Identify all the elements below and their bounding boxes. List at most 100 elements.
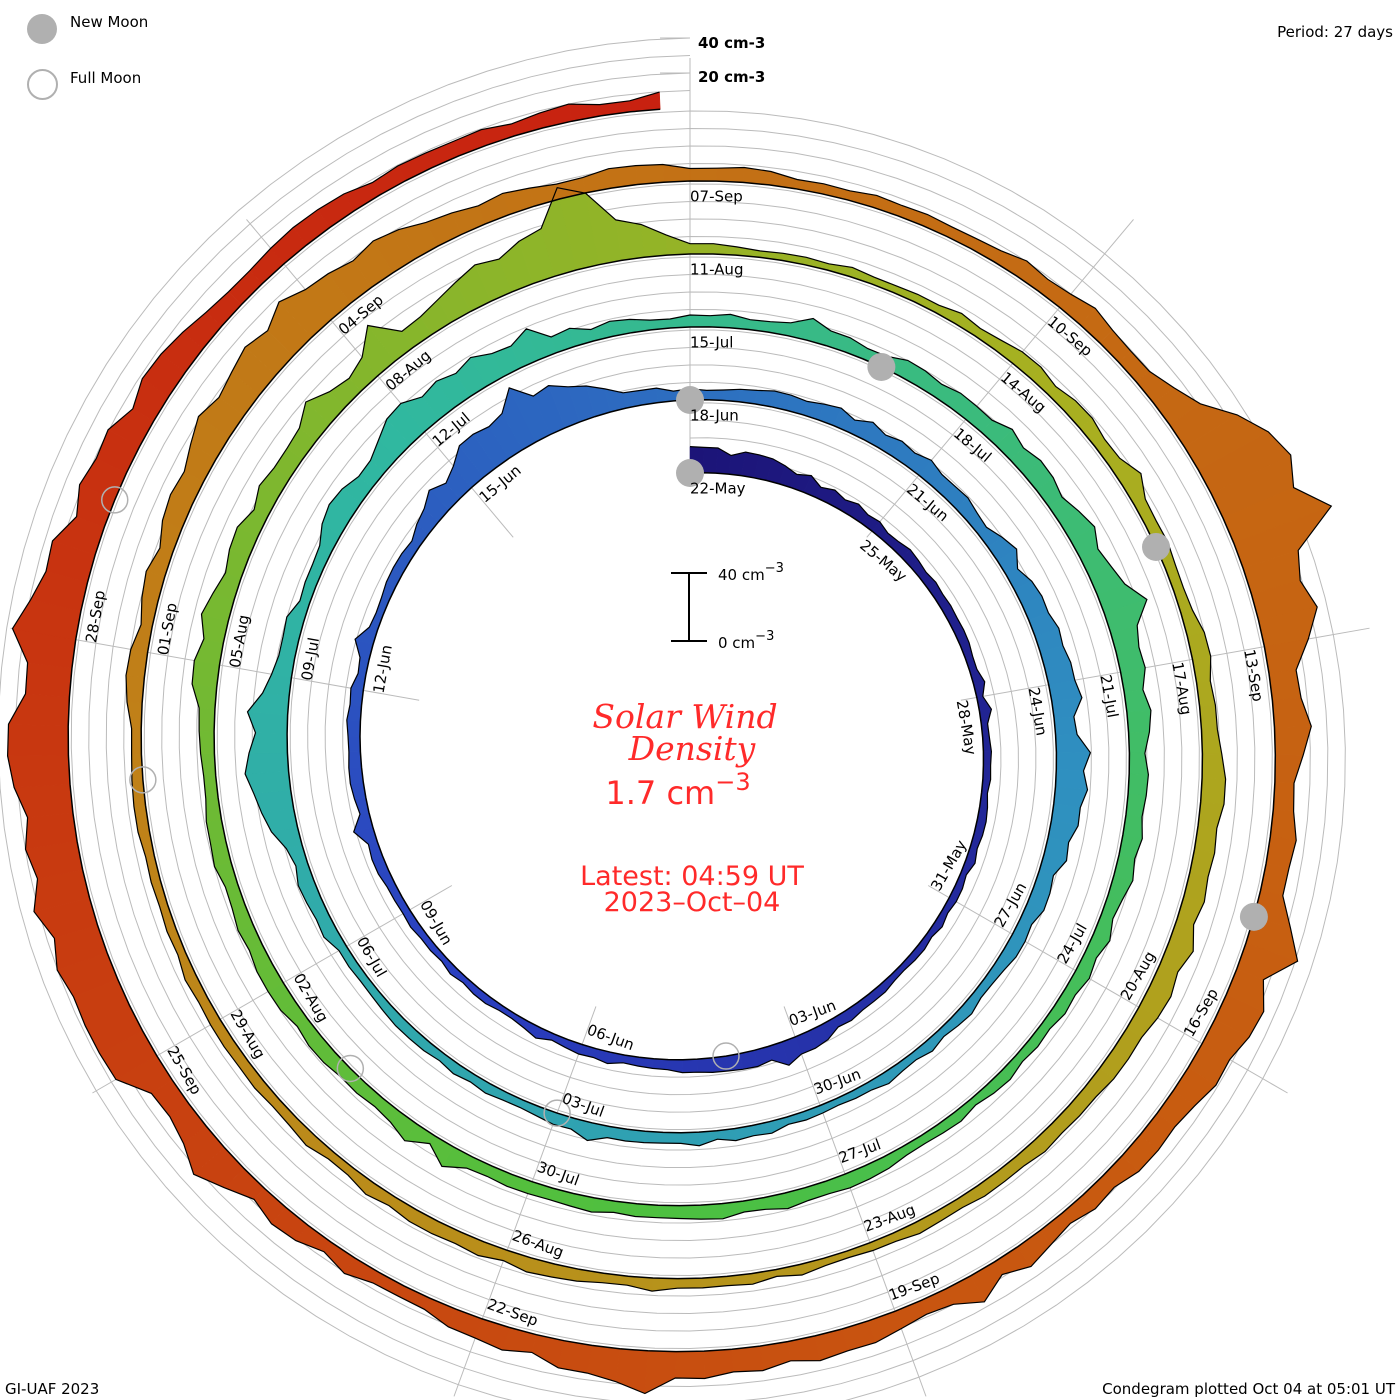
density-segment [1270,809,1297,841]
density-segment [7,754,71,788]
density-segment [698,1130,718,1147]
density-segment [214,862,238,888]
density-segment [689,167,718,182]
density-segment [1180,609,1205,637]
density-segment [372,1272,405,1297]
density-segment [1127,773,1149,797]
scale-bar [671,572,707,642]
density-segment [629,91,661,113]
density-segment [125,675,145,704]
new-moon-marker [676,386,704,414]
full-moon-legend-icon [27,69,58,100]
new-moon-marker [676,459,704,487]
density-segment [689,314,711,328]
full-moon-legend-label: Full Moon [70,69,142,87]
full-moon-marker [336,1054,365,1083]
full-moon-marker [129,766,157,794]
date-label: 12-Jun [370,643,396,694]
density-segment [703,1348,734,1379]
radial-spoke [866,219,1134,538]
density-segment [1273,781,1295,812]
new-moon-legend-label: New Moon [70,13,149,31]
density-segment [1272,697,1312,728]
density-segment [700,1203,724,1220]
density-segment [644,1350,677,1394]
new-moon-marker [1239,902,1268,931]
density-segment [731,1345,764,1373]
density-segment [191,660,220,688]
density-segment [682,1058,698,1073]
latest-date: 2023–Oct–04 [604,887,781,918]
density-segment [247,711,288,735]
date-label: 22-May [690,480,746,498]
density-segment [869,1232,897,1251]
density-area [6,91,1333,1395]
full-moon-marker [543,1099,571,1127]
date-label: 28-May [953,699,980,757]
density-segment [678,1204,702,1220]
date-label: 18-Jun [690,407,739,425]
date-label: 15-Jul [690,334,733,352]
density-segment [25,662,73,698]
density-outline [6,91,1333,1395]
density-segment [675,1350,705,1379]
moon-markers [101,352,1268,1127]
density-segment [897,205,928,226]
density-segment [8,693,70,727]
density-segment [634,1203,659,1218]
density-segment [13,783,74,818]
density-segment [787,1335,821,1362]
density-segment [715,447,732,475]
density-segment [1274,726,1312,756]
new-moon-legend-icon [27,14,57,44]
density-segment [665,234,691,256]
density-segment [1128,731,1150,754]
density-segment [7,723,69,757]
full-moon-marker [101,486,129,514]
radial-spoke [783,1006,927,1397]
density-segment [398,1285,430,1310]
date-label: 28-Sep [82,589,109,644]
date-label: 11-Aug [690,261,743,279]
density-segment [1199,704,1218,731]
grid-label-40: 40 cm-3 [698,34,765,52]
density-segment [159,904,177,932]
density-segment [643,1130,664,1144]
density-segment [615,1348,649,1394]
footer-plotted: Condegram plotted Oct 04 at 05:01 UT [1102,1380,1395,1398]
chart-title-line2: Density [628,729,756,768]
density-segment [346,719,361,737]
footer-credit: GI-UAF 2023 [5,1380,100,1398]
scale-bottom-label: 0 cm−3 [718,629,774,652]
baseline-spiral [67,108,1277,1353]
date-label: 01-Sep [154,601,181,656]
current-density-value: 1.7 cm−3 [605,768,750,812]
density-segment [348,751,362,769]
density-segment [1056,752,1091,772]
density-segment [696,1057,713,1073]
density-segment [198,730,215,754]
new-moon-marker [1142,532,1171,561]
density-segment [662,164,691,183]
density-segment [131,728,142,755]
density-segment [1200,777,1226,805]
density-segment [1126,710,1152,733]
full-moon-marker [712,1042,740,1070]
density-segment [328,1152,355,1176]
density-segment [1055,734,1091,753]
scale-top-label: 40 cm−3 [718,561,784,584]
density-segment [689,243,714,255]
period-label: Period: 27 days [1277,23,1393,41]
grid-label-20: 20 cm-3 [698,68,765,86]
density-segment [702,447,719,474]
density-segment [626,1276,654,1292]
density-segment [814,1328,849,1361]
density-segment [709,314,731,328]
date-label: 21-Jul [1096,673,1121,719]
date-label: 05-Aug [226,613,253,669]
density-segment [716,167,745,183]
latest-time: Latest: 04:59 UT [580,861,804,892]
density-segment [677,1277,703,1289]
density-segment [1053,716,1078,736]
